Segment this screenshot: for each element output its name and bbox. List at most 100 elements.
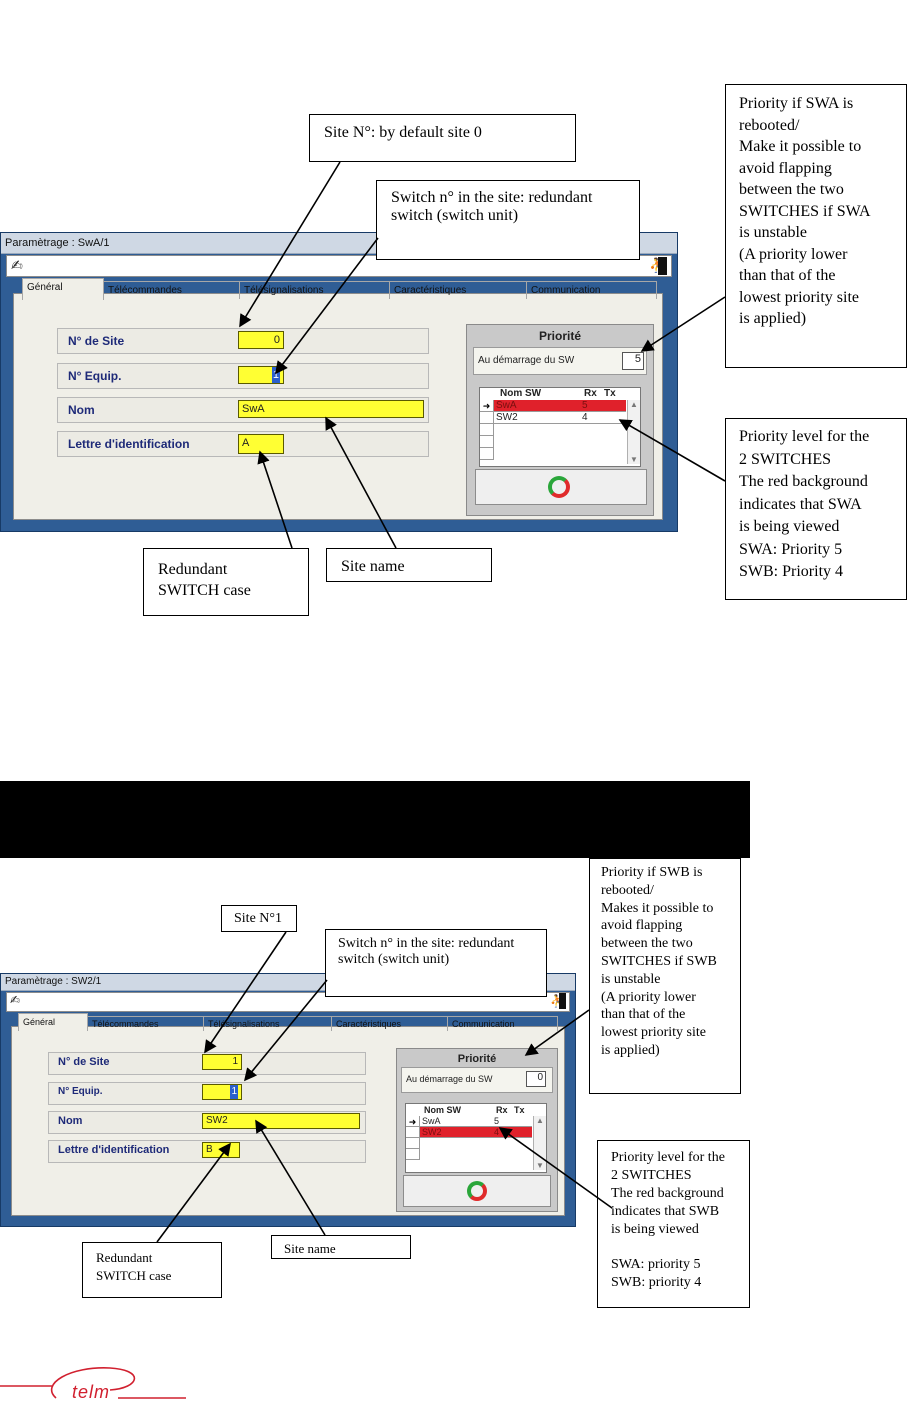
grid-row-selector — [480, 436, 494, 448]
tab-telecommandes[interactable]: Télécommandes — [88, 1016, 204, 1031]
callout-text: Redundant SWITCH case — [158, 561, 251, 599]
edit-pen-icon[interactable]: ✍ — [11, 257, 23, 273]
refresh-icon — [548, 476, 570, 498]
site-number-label: N° de Site — [58, 1056, 110, 1068]
site-number-input[interactable]: 0 — [238, 331, 284, 349]
grid-cell-rx[interactable]: 5 — [580, 400, 602, 412]
callout-text: Redundant SWITCH case — [96, 1250, 172, 1283]
grid-cell-name[interactable]: SwA — [420, 1116, 492, 1127]
name-label: Nom — [68, 403, 95, 417]
callout-startup-priority: Priority if SWB is rebooted/ Makes it po… — [589, 858, 741, 1094]
equip-number-value: 1 — [271, 367, 280, 383]
tab-telecommandes[interactable]: Télécommandes — [104, 281, 240, 299]
refresh-icon — [467, 1181, 487, 1201]
tab-general[interactable]: Général — [18, 1013, 88, 1031]
grid-cell-tx[interactable] — [602, 400, 626, 412]
callout-text: Site name — [284, 1241, 336, 1256]
equip-number-value: 1 — [230, 1085, 238, 1099]
exit-icon[interactable]: ⛹ — [649, 257, 667, 275]
callout-priority-level: Priority level for the 2 SWITCHES The re… — [725, 418, 907, 600]
site-number-input[interactable]: 1 — [202, 1054, 242, 1070]
grid-header-name: Nom SW — [500, 388, 542, 399]
grid-header-tx: Tx — [604, 388, 616, 399]
grid-row-pointer-icon: ➜ — [480, 400, 494, 412]
grid-cell-tx[interactable] — [602, 412, 626, 424]
startup-priority-label: Au démarrage du SW — [478, 355, 575, 366]
switch-priority-grid: Nom SW Rx Tx ➜ SwA 5 SW2 4 ▲ ▼ — [479, 387, 641, 467]
callout-startup-priority: Priority if SWA is rebooted/ Make it pos… — [725, 84, 907, 368]
callout-priority-level: Priority level for the 2 SWITCHES The re… — [597, 1140, 750, 1308]
scroll-up-icon[interactable]: ▲ — [630, 400, 638, 409]
startup-priority-row: Au démarrage du SW 0 — [401, 1067, 553, 1093]
dialog-window-sw2: Paramètrage : SW2/1 ✍ ⛹ Général Télécomm… — [0, 973, 576, 1227]
edit-pen-icon[interactable]: ✍ — [10, 993, 21, 1007]
callout-site-number: Site N°1 — [221, 905, 297, 932]
dialog-client-area: Général Télécommandes Télésignalisations… — [13, 278, 663, 520]
tab-communication[interactable]: Communication — [448, 1016, 558, 1031]
grid-row-selector — [406, 1138, 420, 1149]
scroll-down-icon[interactable]: ▼ — [630, 455, 638, 464]
equip-number-label: N° Equip. — [68, 369, 122, 383]
telm-logo: telm — [0, 1360, 200, 1406]
callout-site-name: Site name — [326, 548, 492, 582]
switch-priority-grid: Nom SW Rx Tx ➜ SwA 5 SW2 4 ▲ ▼ — [405, 1103, 547, 1173]
scroll-down-icon[interactable]: ▼ — [536, 1161, 544, 1170]
priority-panel: Priorité Au démarrage du SW 5 Nom SW Rx … — [466, 324, 654, 516]
dialog-window-swa: Paramètrage : SwA/1 ✍ ⛹ Général Télécomm… — [0, 232, 678, 532]
callout-text: Priority if SWB is rebooted/ Makes it po… — [601, 865, 717, 1058]
tab-general[interactable]: Général — [22, 278, 104, 300]
callout-text: Switch n° in the site: redundant switch … — [338, 936, 515, 967]
dialog-client-area: Général Télécommandes Télésignalisations… — [11, 1013, 565, 1216]
site-number-label: N° de Site — [68, 334, 125, 348]
grid-scrollbar[interactable]: ▲ ▼ — [627, 400, 640, 464]
callout-text: Site name — [341, 558, 405, 575]
scroll-up-icon[interactable]: ▲ — [536, 1116, 544, 1125]
tab-bar: Général Télécommandes Télésignalisations… — [14, 278, 662, 300]
grid-cell-rx[interactable]: 5 — [492, 1116, 510, 1127]
callout-switch-number: Switch n° in the site: redundant switch … — [376, 180, 640, 260]
refresh-button[interactable] — [475, 469, 647, 505]
grid-row-selector — [406, 1149, 420, 1160]
grid-cell-rx[interactable]: 4 — [580, 412, 602, 424]
grid-cell-name[interactable]: SW2 — [494, 412, 580, 424]
grid-row-pointer-icon: ➜ — [406, 1116, 420, 1127]
priority-title: Priorité — [457, 1053, 497, 1065]
name-input[interactable]: SwA — [238, 400, 424, 418]
grid-header-tx: Tx — [514, 1105, 525, 1115]
grid-cell-rx[interactable]: 4 — [492, 1127, 510, 1138]
equip-number-input[interactable]: 1 — [202, 1084, 242, 1100]
section-separator-band — [0, 781, 750, 858]
priority-panel: Priorité Au démarrage du SW 0 Nom SW Rx … — [396, 1048, 558, 1212]
equip-number-input[interactable]: 1 — [238, 366, 284, 384]
grid-cell-tx[interactable] — [510, 1127, 532, 1138]
grid-cell-name[interactable]: SW2 — [420, 1127, 492, 1138]
tab-caracteristiques[interactable]: Caractéristiques — [390, 281, 527, 299]
callout-site-name: Site name — [271, 1235, 411, 1259]
startup-priority-input[interactable]: 0 — [526, 1071, 546, 1087]
letter-input[interactable]: B — [202, 1142, 240, 1158]
callout-switch-number: Switch n° in the site: redundant switch … — [325, 929, 547, 997]
name-label: Nom — [58, 1115, 83, 1127]
tab-telesignalisations[interactable]: Télésignalisations — [240, 281, 390, 299]
callout-text: Switch n° in the site: redundant switch … — [391, 189, 593, 224]
refresh-button[interactable] — [403, 1175, 551, 1207]
startup-priority-row: Au démarrage du SW 5 — [473, 347, 647, 375]
letter-input[interactable]: A — [238, 434, 284, 454]
startup-priority-input[interactable]: 5 — [622, 352, 644, 370]
grid-row-selector — [480, 424, 494, 436]
tab-telesignalisations[interactable]: Télésignalisations — [204, 1016, 332, 1031]
name-input[interactable]: SW2 — [202, 1113, 360, 1129]
tab-caracteristiques[interactable]: Caractéristiques — [332, 1016, 448, 1031]
letter-label: Lettre d'identification — [68, 437, 190, 451]
grid-cell-tx[interactable] — [510, 1116, 532, 1127]
grid-row-selector — [480, 448, 494, 460]
exit-icon[interactable]: ⛹ — [550, 993, 566, 1009]
grid-row-selector — [406, 1127, 420, 1138]
tab-communication[interactable]: Communication — [527, 281, 657, 299]
callout-text: Priority level for the 2 SWITCHES The re… — [739, 428, 870, 580]
grid-cell-name[interactable]: SwA — [494, 400, 580, 412]
callout-text: Site N°: by default site 0 — [324, 124, 482, 141]
callout-redundant-case: Redundant SWITCH case — [143, 548, 309, 616]
logo-mark — [0, 1367, 186, 1399]
grid-scrollbar[interactable]: ▲ ▼ — [533, 1116, 546, 1170]
